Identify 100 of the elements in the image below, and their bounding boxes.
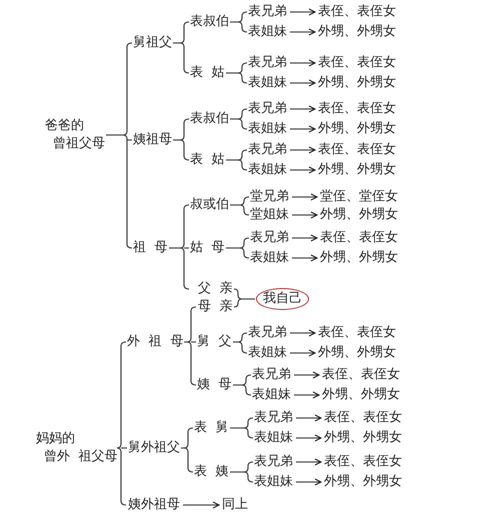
brace-connector <box>172 21 190 74</box>
relation-label: 母 亲 <box>198 298 233 316</box>
brace-connector <box>183 306 197 386</box>
relation-label: 外甥、外甥女 <box>318 74 396 92</box>
relation-label: 表 姑 <box>190 64 225 82</box>
relation-label: 表侄、表侄女 <box>324 453 402 471</box>
relation-label: 堂姐妹 <box>250 206 289 224</box>
relation-label: 爸爸的 曾祖父母 <box>45 117 105 153</box>
relation-label: 表姐妹 <box>254 429 293 447</box>
brace-connector <box>116 341 128 506</box>
relation-label: 外甥、外甥女 <box>322 386 400 404</box>
relation-label: 表兄弟 <box>248 324 287 342</box>
arrow <box>292 193 318 201</box>
relation-label: 同上 <box>222 496 248 514</box>
arrow <box>290 28 316 36</box>
relation-label: 堂侄、堂侄女 <box>320 188 398 206</box>
relation-label: 外甥、外甥女 <box>318 161 396 179</box>
arrow <box>294 391 320 399</box>
brace-connector <box>233 288 256 308</box>
relation-label: 外甥、外甥女 <box>318 120 396 138</box>
brace-connector <box>105 42 133 249</box>
relation-label: 表姐妹 <box>250 249 289 267</box>
relation-label: 表侄、表侄女 <box>320 229 398 247</box>
relation-label: 外甥、外甥女 <box>318 23 396 41</box>
arrow <box>296 414 322 422</box>
relation-label: 外甥、外甥女 <box>320 249 398 267</box>
arrow <box>290 105 316 113</box>
relation-label: 叔或伯 <box>190 196 229 214</box>
arrow <box>290 166 316 174</box>
relation-label: 表姐妹 <box>248 344 287 362</box>
relation-label: 表兄弟 <box>254 409 293 427</box>
circled-label: 我自己 <box>256 288 309 310</box>
relation-label: 表 姨 <box>194 463 229 481</box>
brace-connector <box>229 11 248 33</box>
relation-label: 表姐妹 <box>252 386 291 404</box>
relation-label: 外甥、外甥女 <box>324 429 402 447</box>
relation-label: 外 祖 母 <box>127 333 184 351</box>
brace-connector <box>229 461 254 483</box>
relation-label: 舅 父 <box>197 333 232 351</box>
relation-label: 舅外祖父 <box>128 439 180 457</box>
brace-connector <box>232 332 248 354</box>
brace-connector <box>168 204 190 290</box>
relation-label: 表姐妹 <box>248 74 287 92</box>
relation-label: 表兄弟 <box>254 453 293 471</box>
relation-label: 表侄、表侄女 <box>318 3 396 21</box>
arrow <box>292 254 318 262</box>
brace-connector <box>225 149 248 171</box>
brace-connector <box>232 374 252 396</box>
relation-label: 表侄、表侄女 <box>322 366 400 384</box>
arrow <box>294 371 320 379</box>
relation-label: 姑 母 <box>190 239 225 257</box>
relation-label: 表姐妹 <box>248 120 287 138</box>
relation-label: 表姐妹 <box>254 473 293 491</box>
relation-label: 姨祖母 <box>133 131 172 149</box>
arrow <box>292 234 318 242</box>
relation-label: 表侄、表侄女 <box>318 100 396 118</box>
arrow <box>290 329 316 337</box>
relation-label: 姨外祖母 <box>128 496 180 514</box>
arrow <box>290 59 316 67</box>
relation-label: 祖 母 <box>133 239 168 257</box>
arrow <box>290 79 316 87</box>
brace-connector <box>225 237 250 259</box>
relation-label: 外甥、外甥女 <box>318 344 396 362</box>
brace-connector <box>229 196 250 216</box>
brace-connector <box>172 118 190 161</box>
arrow <box>290 349 316 357</box>
brace-connector <box>225 62 248 84</box>
arrow <box>296 478 322 486</box>
relation-label: 妈妈的 曾外 祖父母 <box>36 430 118 466</box>
relation-label: 舅祖父 <box>133 34 172 52</box>
relation-label: 表 姑 <box>190 151 225 169</box>
relation-label: 表侄、表侄女 <box>318 324 396 342</box>
relation-label: 堂兄弟 <box>250 188 289 206</box>
relation-label: 表侄、表侄女 <box>324 409 402 427</box>
relation-label: 姨 母 <box>197 376 232 394</box>
relation-label: 表兄弟 <box>252 366 291 384</box>
relation-label: 表姐妹 <box>248 23 287 41</box>
arrow <box>290 8 316 16</box>
arrow <box>296 434 322 442</box>
relation-label: 表叔伯 <box>190 13 229 31</box>
arrow <box>292 211 318 219</box>
relation-label: 外甥、外甥女 <box>324 473 402 491</box>
relation-label: 表侄、表侄女 <box>318 141 396 159</box>
relation-label: 表兄弟 <box>248 54 287 72</box>
relation-label: 表叔伯 <box>190 110 229 128</box>
relation-label: 表兄弟 <box>248 141 287 159</box>
arrow <box>290 146 316 154</box>
relation-label: 表兄弟 <box>248 3 287 21</box>
relation-label: 父 亲 <box>198 280 233 298</box>
arrow <box>183 501 220 509</box>
brace-connector <box>180 427 194 473</box>
relation-label: 外甥、外甥女 <box>320 206 398 224</box>
relation-label: 表兄弟 <box>250 229 289 247</box>
relation-label: 表侄、表侄女 <box>318 54 396 72</box>
brace-connector <box>229 108 248 130</box>
relation-label: 表兄弟 <box>248 100 287 118</box>
brace-connector <box>229 417 254 439</box>
arrow <box>296 458 322 466</box>
relation-label: 表姐妹 <box>248 161 287 179</box>
relation-label: 表 舅 <box>194 419 229 437</box>
